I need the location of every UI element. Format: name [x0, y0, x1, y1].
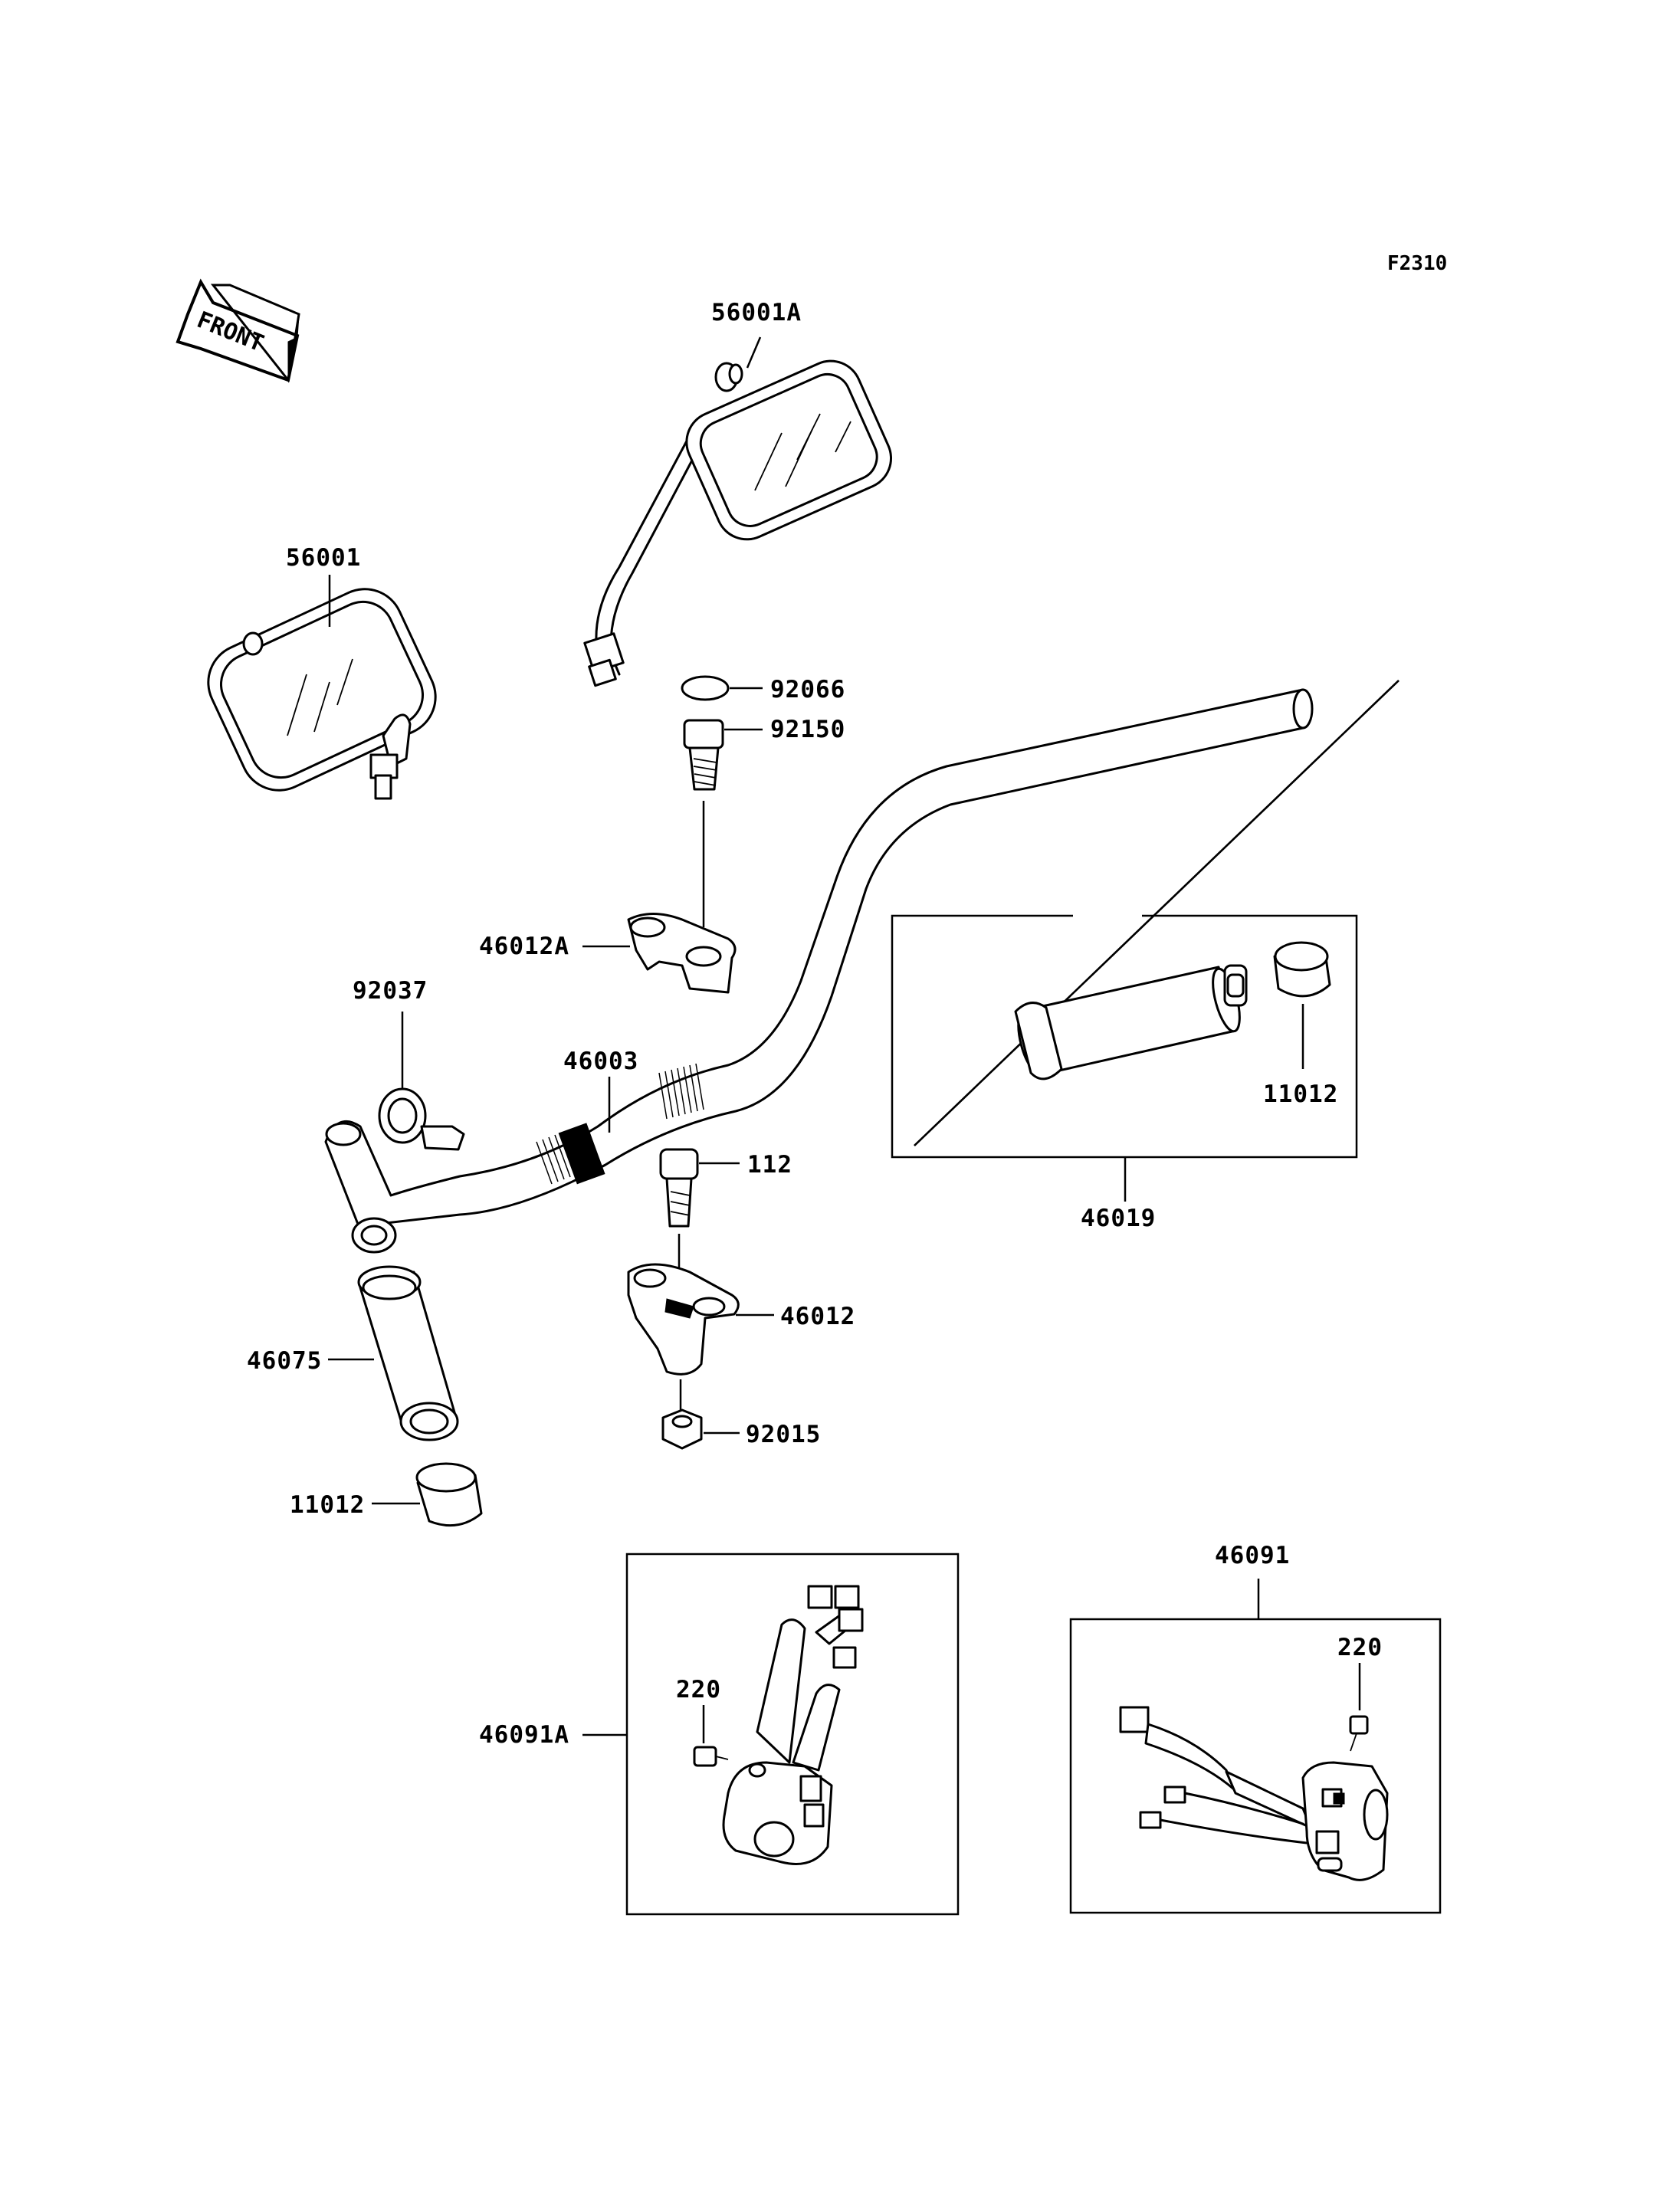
mirror-left — [207, 588, 437, 800]
handlebar — [324, 688, 1314, 1254]
label-11012-right: 11012 — [1263, 1080, 1338, 1108]
clamp — [378, 1087, 465, 1151]
bolt-upper — [683, 719, 724, 791]
mirror-right — [583, 359, 893, 687]
label-46091A: 46091A — [479, 1721, 569, 1749]
bolt-lower — [659, 1148, 699, 1228]
label-46091: 46091 — [1215, 1542, 1290, 1569]
label-92066: 92066 — [770, 676, 845, 703]
weight-left — [415, 1462, 483, 1527]
label-46012: 46012 — [780, 1303, 855, 1330]
label-56001: 56001 — [286, 544, 361, 572]
front-arrow-icon: FRONT — [176, 278, 300, 383]
switch-right-box — [1069, 1618, 1442, 1914]
throttle-grip-box — [891, 680, 1399, 1159]
diagram-ref-code: F2310 — [1387, 252, 1447, 275]
label-92037: 92037 — [353, 977, 428, 1005]
label-92015: 92015 — [746, 1421, 821, 1448]
label-46003: 46003 — [563, 1048, 638, 1075]
label-46075: 46075 — [247, 1347, 322, 1375]
label-220-left: 220 — [676, 1676, 721, 1703]
label-56001A: 56001A — [711, 299, 802, 326]
nut — [661, 1408, 703, 1450]
label-220-right: 220 — [1337, 1634, 1383, 1661]
label-11012-left: 11012 — [290, 1491, 365, 1519]
label-112: 112 — [747, 1151, 792, 1179]
holder-upper — [627, 913, 737, 994]
label-92150: 92150 — [770, 716, 845, 743]
switch-left-box — [625, 1553, 960, 1916]
cap — [681, 675, 730, 701]
label-46019: 46019 — [1081, 1205, 1156, 1232]
holder-lower — [627, 1263, 740, 1376]
label-46012A: 46012A — [479, 933, 569, 960]
grip-left — [357, 1265, 459, 1441]
